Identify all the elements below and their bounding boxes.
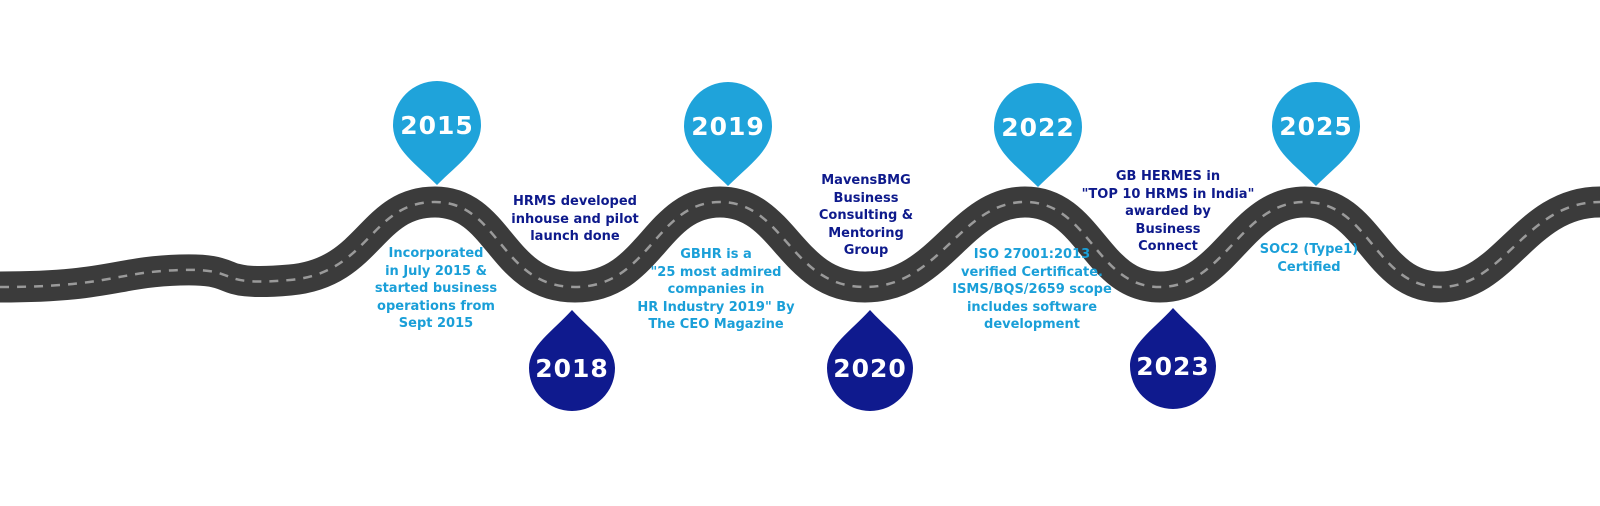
pin-2023-marker: [1130, 308, 1216, 409]
milestone-2019-description: GBHR is a "25 most admired companies in …: [637, 247, 795, 332]
pin-2025-marker: [1272, 82, 1360, 186]
pin-2022-marker: [994, 83, 1082, 187]
milestone-2020-description: MavensBMG Business Consulting & Mentorin…: [818, 173, 914, 258]
pin-2015: 2015: [393, 81, 481, 185]
pin-2020-marker: [827, 310, 913, 411]
pin-2020-year: 2020: [833, 354, 907, 383]
milestone-2025-description: SOC2 (Type1) Certified: [1259, 242, 1359, 275]
milestone-2018-description: HRMS developed inhouse and pilot launch …: [511, 194, 639, 244]
pin-2022-year: 2022: [1001, 113, 1075, 142]
pin-2020: 2020: [827, 310, 913, 411]
milestone-2023-description: GB HERMES in "TOP 10 HRMS in India" awar…: [1081, 169, 1255, 254]
pin-2015-marker: [393, 81, 481, 185]
pin-2018: 2018: [529, 310, 615, 411]
pin-2023: 2023: [1130, 308, 1216, 409]
pin-2023-year: 2023: [1136, 352, 1210, 381]
milestone-2015-description: Incorporated in July 2015 & started busi…: [374, 246, 498, 331]
pin-2018-year: 2018: [535, 354, 609, 383]
pin-2022: 2022: [994, 83, 1082, 187]
pin-2025: 2025: [1272, 82, 1360, 186]
milestone-2022-description: ISO 27001:2013 verified Certificate. ISM…: [952, 247, 1112, 332]
pin-2025-year: 2025: [1279, 112, 1353, 141]
road: [0, 186, 1600, 303]
pin-2019-marker: [684, 82, 772, 186]
pin-2019-year: 2019: [691, 112, 765, 141]
pin-2015-year: 2015: [400, 111, 474, 140]
pin-2018-marker: [529, 310, 615, 411]
pin-2019: 2019: [684, 82, 772, 186]
road-center-line: [0, 200, 1600, 289]
